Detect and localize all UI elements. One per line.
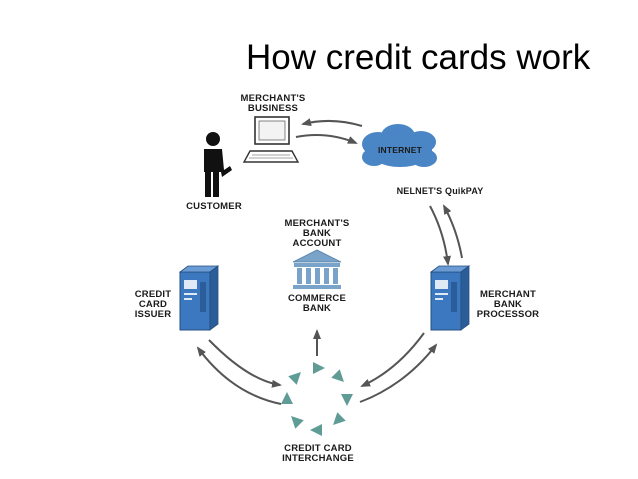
internet-label: INTERNET (377, 145, 423, 155)
commerce-bank-label: COMMERCE BANK (287, 293, 347, 314)
processor-atm-icon (429, 265, 471, 331)
credit-card-issuer-label: CREDIT CARD ISSUER (134, 289, 172, 320)
customer-person-icon (204, 132, 232, 197)
credit-card-interchange-label: CREDIT CARD INTERCHANGE (282, 443, 354, 464)
arrow-processor-to-quikpay (443, 204, 463, 259)
nelnet-quikpay-label: NELNET'S QuikPAY (396, 186, 484, 196)
arrow-issuer-to-interchange (208, 339, 282, 388)
flow-arrows (196, 118, 463, 405)
merchant-bank-processor-label: MERCHANT BANK PROCESSOR (476, 289, 540, 320)
internet-cloud-icon (362, 124, 437, 167)
arrow-quikpay-to-processor (429, 205, 451, 266)
interchange-ring-icon (281, 362, 353, 436)
arrow-internet-to-business (301, 118, 363, 127)
arrow-business-to-internet (295, 134, 358, 144)
customer-label: CUSTOMER (186, 201, 242, 212)
merchants-bank-account-label: MERCHANT'S BANK ACCOUNT (284, 218, 350, 249)
issuer-atm-icon (178, 265, 220, 331)
arrow-interchange-to-issuer (196, 346, 282, 405)
slide-title: How credit cards work (246, 38, 591, 77)
arrow-interchange-to-processor (359, 343, 438, 403)
bank-building-icon (292, 249, 342, 289)
arrow-processor-to-interchange (360, 332, 425, 387)
computer-icon (242, 116, 300, 163)
merchants-business-label: MERCHANT'S BUSINESS (240, 93, 306, 114)
